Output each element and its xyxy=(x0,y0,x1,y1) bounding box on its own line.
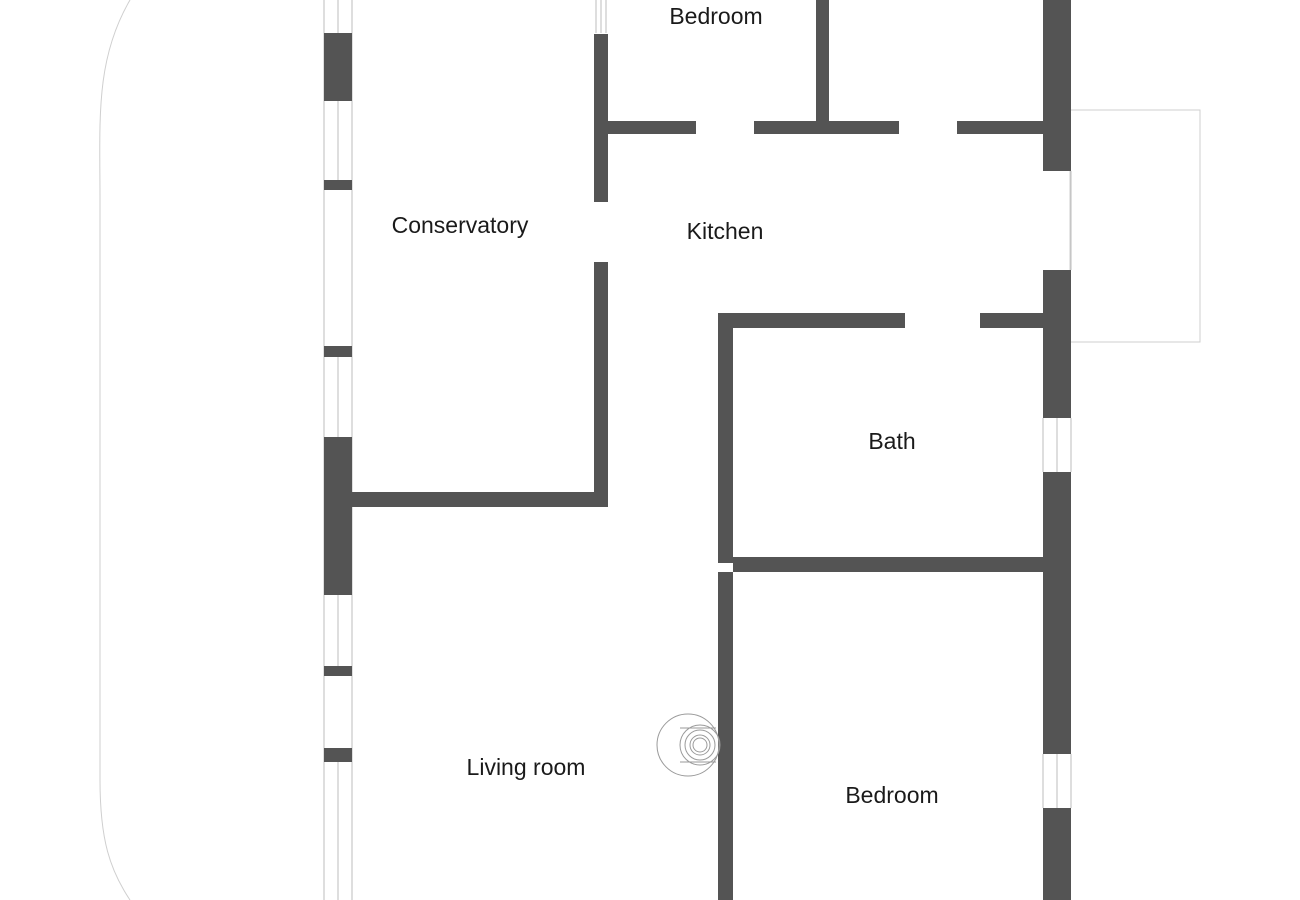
room-label-bedroom-bottom: Bedroom xyxy=(845,782,938,808)
room-label-kitchen: Kitchen xyxy=(687,218,764,244)
room-label-living-room: Living room xyxy=(467,754,586,780)
room-label-conservatory: Conservatory xyxy=(392,212,529,238)
bath-walls xyxy=(718,313,1043,572)
room-label-bath: Bath xyxy=(868,428,915,454)
right-exterior-wall xyxy=(1042,0,1072,900)
room-label-bedroom-top: Bedroom xyxy=(669,3,762,29)
top-window xyxy=(595,0,607,33)
bedroom-bottom-wall xyxy=(718,572,733,900)
spiral-staircase-icon xyxy=(656,713,721,777)
left-exterior-wall xyxy=(323,0,353,900)
terrace-outline xyxy=(99,0,131,900)
balcony-outline xyxy=(1069,109,1201,343)
bedroom-top-walls xyxy=(608,0,1057,134)
conservatory-walls xyxy=(352,34,608,507)
